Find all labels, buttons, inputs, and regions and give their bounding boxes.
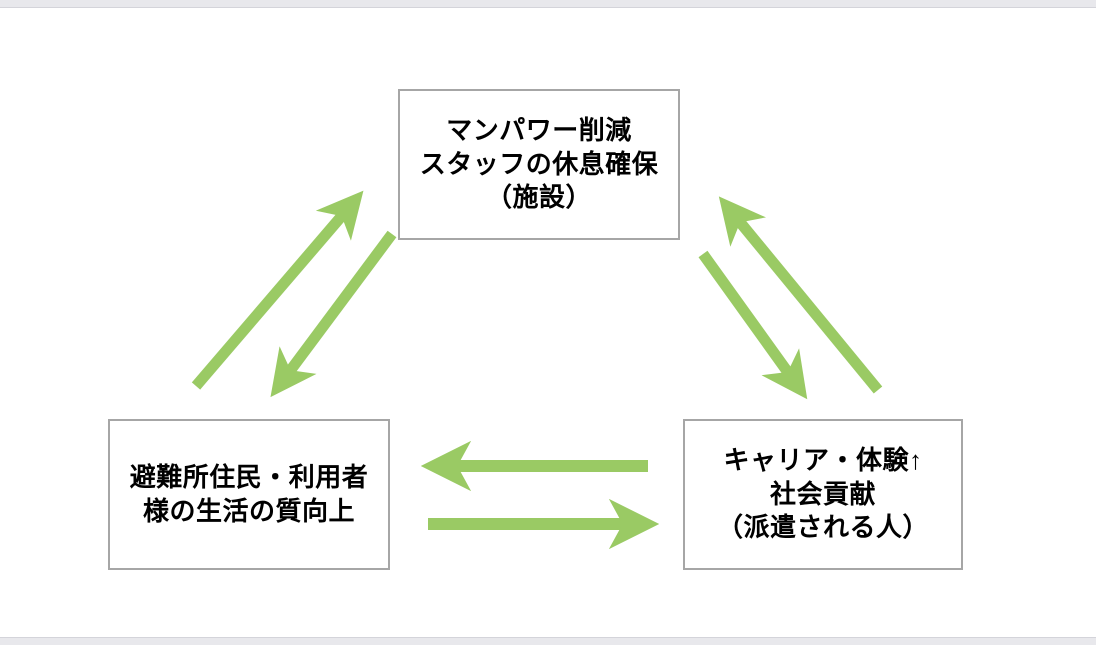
node-box-facility[interactable]: マンパワー削減 スタッフの休息確保 （施設） <box>398 89 680 240</box>
node-facility-line-2: スタッフの休息確保 <box>419 148 659 179</box>
node-dispatched-line-2: 社会貢献 <box>769 478 876 509</box>
arrow-residents-to-facility <box>191 190 364 390</box>
arrow-dispatched-to-facility <box>718 196 883 394</box>
slide-bottom-edge <box>0 637 1096 645</box>
node-residents-line-1: 避難所住民・利用者 <box>129 461 369 492</box>
node-residents-line-2: 様の生活の質向上 <box>142 495 355 526</box>
arrow-facility-to-residents <box>270 230 397 398</box>
arrow-facility-to-dispatched <box>698 250 808 400</box>
slide-top-edge <box>0 0 1096 8</box>
node-box-residents[interactable]: 避難所住民・利用者 様の生活の質向上 <box>108 419 390 570</box>
node-facility-line-3: （施設） <box>485 182 592 213</box>
node-dispatched-line-1: キャリア・体験↑ <box>723 444 923 475</box>
node-box-dispatched[interactable]: キャリア・体験↑ 社会貢献 （派遣される人） <box>683 419 963 570</box>
node-facility-line-1: マンパワー削減 <box>446 114 632 145</box>
node-dispatched-line-3: （派遣される人） <box>716 512 929 543</box>
